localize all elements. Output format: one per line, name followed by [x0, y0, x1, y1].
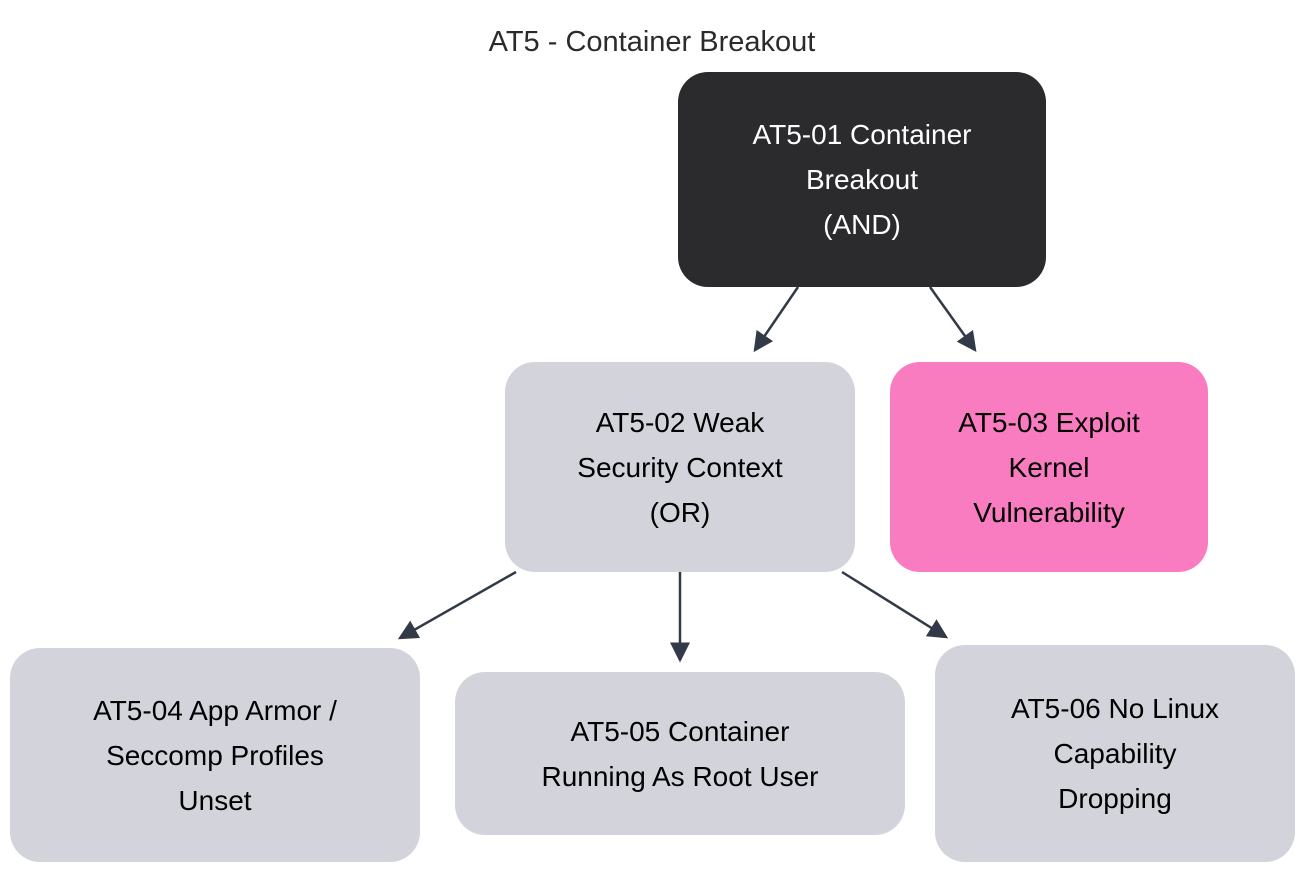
node-label: AT5-02 Weak Security Context (OR) — [577, 406, 783, 528]
edge-at5-01-to-at5-02 — [753, 286, 800, 353]
node-at5-01-container-breakout: AT5-01 Container Breakout (AND) — [678, 72, 1046, 287]
node-label: AT5-03 Exploit Kernel Vulnerability — [958, 406, 1140, 528]
node-at5-06-no-linux-capability-dropping: AT5-06 No Linux Capability Dropping — [935, 645, 1295, 862]
node-at5-04-apparmor-seccomp-unset: AT5-04 App Armor / Seccomp Profiles Unse… — [10, 648, 420, 862]
node-at5-03-exploit-kernel-vulnerability: AT5-03 Exploit Kernel Vulnerability — [890, 362, 1208, 572]
edge-at5-01-to-at5-03 — [928, 286, 977, 353]
edge-at5-02-to-at5-04 — [397, 570, 517, 640]
node-label: AT5-05 Container Running As Root User — [541, 715, 819, 792]
diagram-title: AT5 - Container Breakout — [488, 26, 816, 58]
node-label: AT5-06 No Linux Capability Dropping — [1010, 693, 1220, 814]
node-label: AT5-01 Container Breakout (AND) — [752, 119, 972, 240]
node-at5-02-weak-security-context: AT5-02 Weak Security Context (OR) — [505, 362, 855, 572]
node-at5-05-container-running-as-root: AT5-05 Container Running As Root User — [455, 672, 905, 835]
node-label: AT5-04 App Armor / Seccomp Profiles Unse… — [93, 694, 337, 816]
edge-at5-02-to-at5-06 — [841, 570, 949, 639]
